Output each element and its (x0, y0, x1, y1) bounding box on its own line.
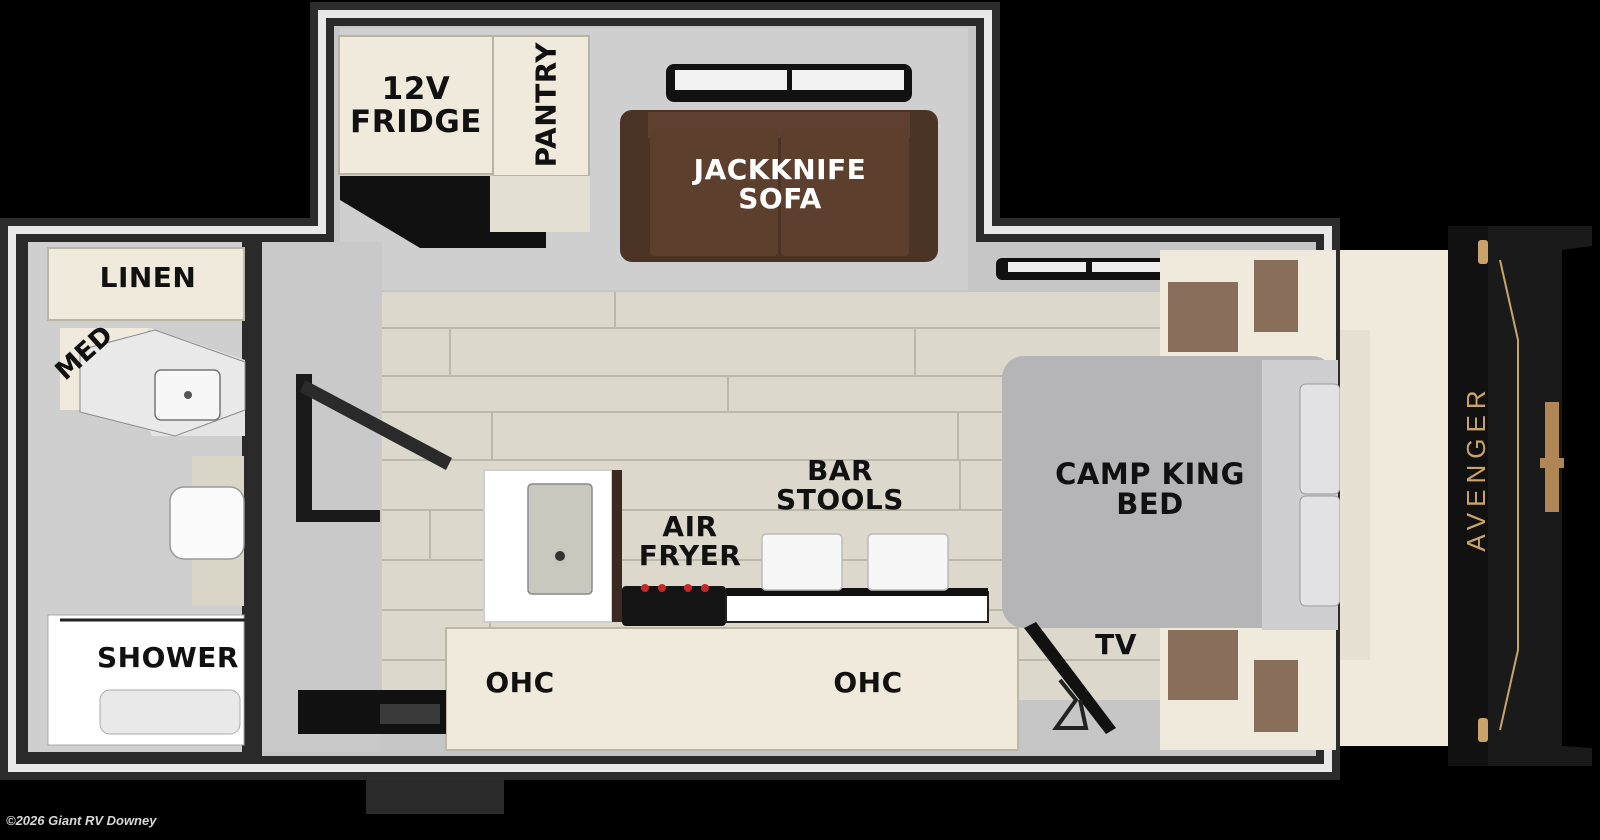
kitchen (298, 469, 1019, 751)
wheel-well (366, 780, 504, 814)
fridge-pantry (338, 35, 590, 248)
label-ohc-left: OHC (485, 666, 555, 699)
bathroom (22, 236, 248, 758)
tv-stand (1024, 622, 1116, 734)
label-ohc-right: OHC (833, 666, 903, 699)
label-linen: LINEN (99, 261, 197, 294)
copyright-text: ©2026 Giant RV Downey (6, 813, 157, 828)
label-air-fryer: AIR FRYER (638, 510, 742, 573)
jackknife-sofa (620, 110, 938, 262)
label-pantry: PANTRY (529, 41, 563, 168)
entry-door (296, 374, 452, 522)
bath-wall (248, 236, 262, 758)
label-shower: SHOWER (97, 641, 239, 674)
bar-stools (761, 533, 949, 591)
top-window (666, 64, 912, 102)
bedroom (1002, 250, 1341, 750)
label-sofa: JACKKNIFE SOFA (693, 153, 867, 216)
side-window (996, 258, 1186, 280)
brand-logo-text: AVENGER (1461, 384, 1491, 552)
label-fridge: 12V FRIDGE (350, 71, 482, 140)
label-bed: CAMP KING BED (1055, 457, 1245, 522)
front-cap (1340, 226, 1592, 766)
label-bar-stools: BAR STOOLS (776, 454, 904, 517)
left-hall (262, 242, 382, 752)
label-tv: TV (1095, 628, 1137, 661)
